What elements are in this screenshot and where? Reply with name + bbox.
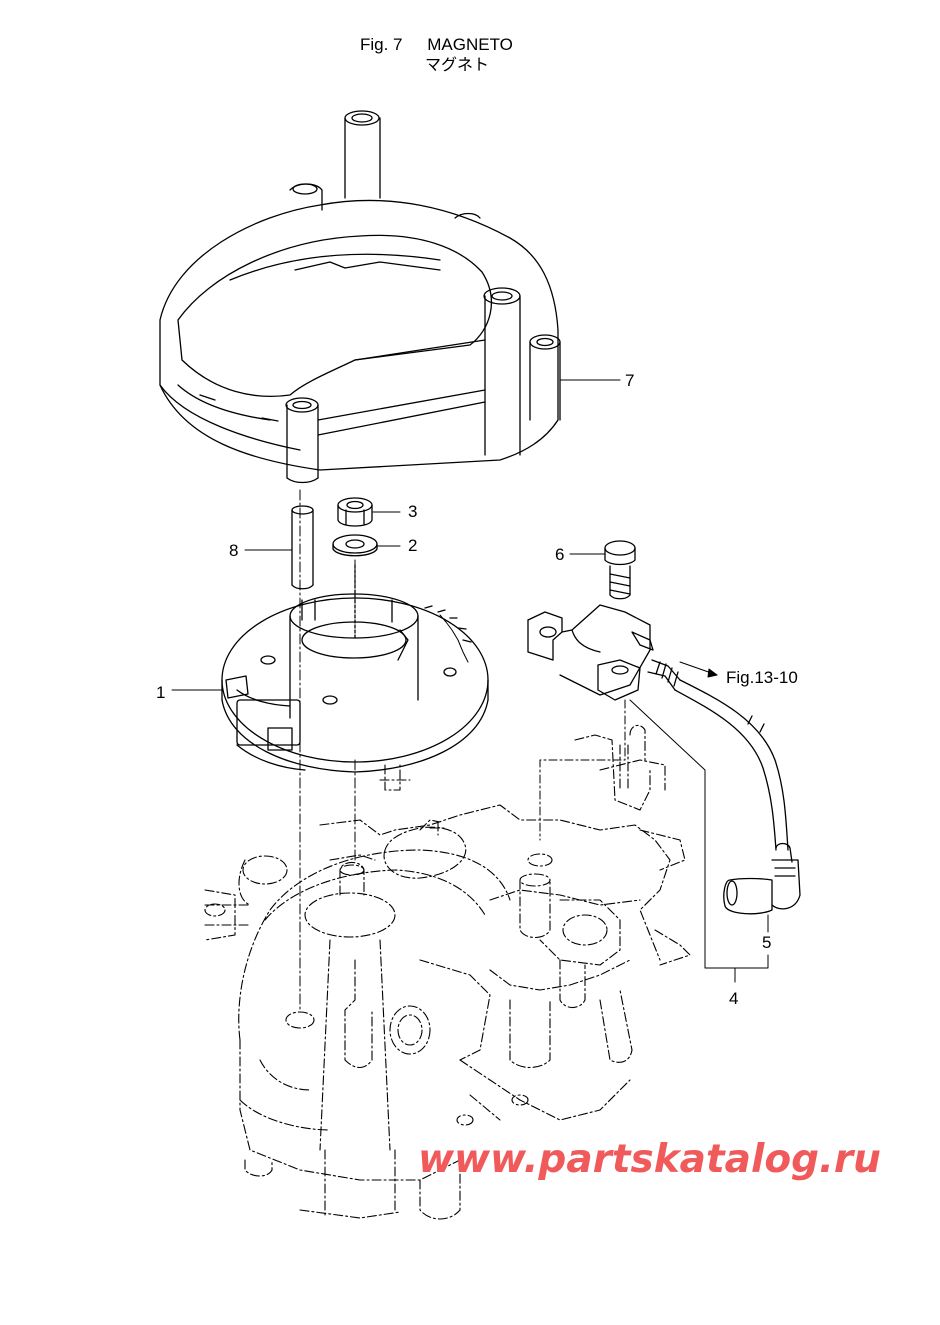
reference-label: Fig.13-10	[726, 668, 798, 687]
callout-7: 7	[625, 371, 634, 390]
part-ignition-coil	[527, 604, 789, 851]
callout-2: 2	[408, 536, 417, 555]
part-bolt	[604, 540, 636, 600]
part-dowel-pin	[291, 505, 314, 590]
callout-4: 4	[729, 989, 738, 1008]
callout-1: 1	[156, 683, 165, 702]
assembly-lines	[299, 489, 356, 1011]
part-flywheel-cover	[159, 110, 561, 484]
figure-name: MAGNETO	[427, 35, 513, 54]
figure-name-japanese: マグネト	[425, 57, 490, 74]
callout-3: 3	[408, 502, 417, 521]
part-spark-plug-cap	[723, 842, 801, 915]
callout-5: 5	[762, 933, 771, 952]
figure-title: Fig. 7 MAGNETO	[360, 34, 513, 56]
part-nut	[337, 497, 373, 527]
part-washer	[332, 534, 378, 557]
callout-labels: 1 2 3 4 5 6 7 8 Fig.13-10 www.partskatal…	[156, 371, 881, 1182]
engine-block-phantom	[204, 724, 691, 1220]
figure-number: Fig. 7	[360, 35, 403, 54]
callout-6: 6	[555, 545, 564, 564]
watermark-text: www.partskatalog.ru	[418, 1137, 881, 1182]
callout-8: 8	[229, 541, 238, 560]
